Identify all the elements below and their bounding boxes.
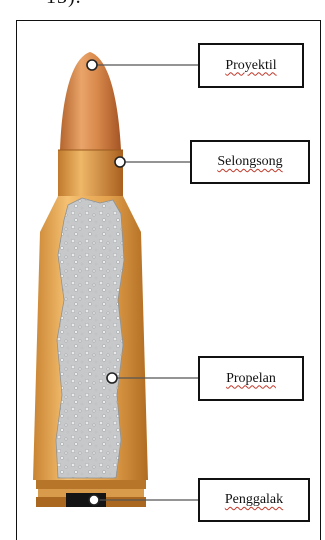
casing-base-rim bbox=[36, 480, 146, 489]
label-propelan: Propelan bbox=[198, 356, 304, 401]
anchor-dot-penggalak bbox=[89, 495, 99, 505]
label-penggalak: Penggalak bbox=[198, 478, 310, 522]
label-selongsong: Selongsong bbox=[190, 140, 310, 184]
anchor-dot-selongsong bbox=[115, 157, 125, 167]
label-proyektil: Proyektil bbox=[198, 43, 304, 88]
casing-neck-shape bbox=[58, 150, 123, 196]
anchor-dot-propelan bbox=[107, 373, 117, 383]
propellant-powder-shape bbox=[56, 198, 124, 478]
anchor-dot-proyektil bbox=[87, 60, 97, 70]
